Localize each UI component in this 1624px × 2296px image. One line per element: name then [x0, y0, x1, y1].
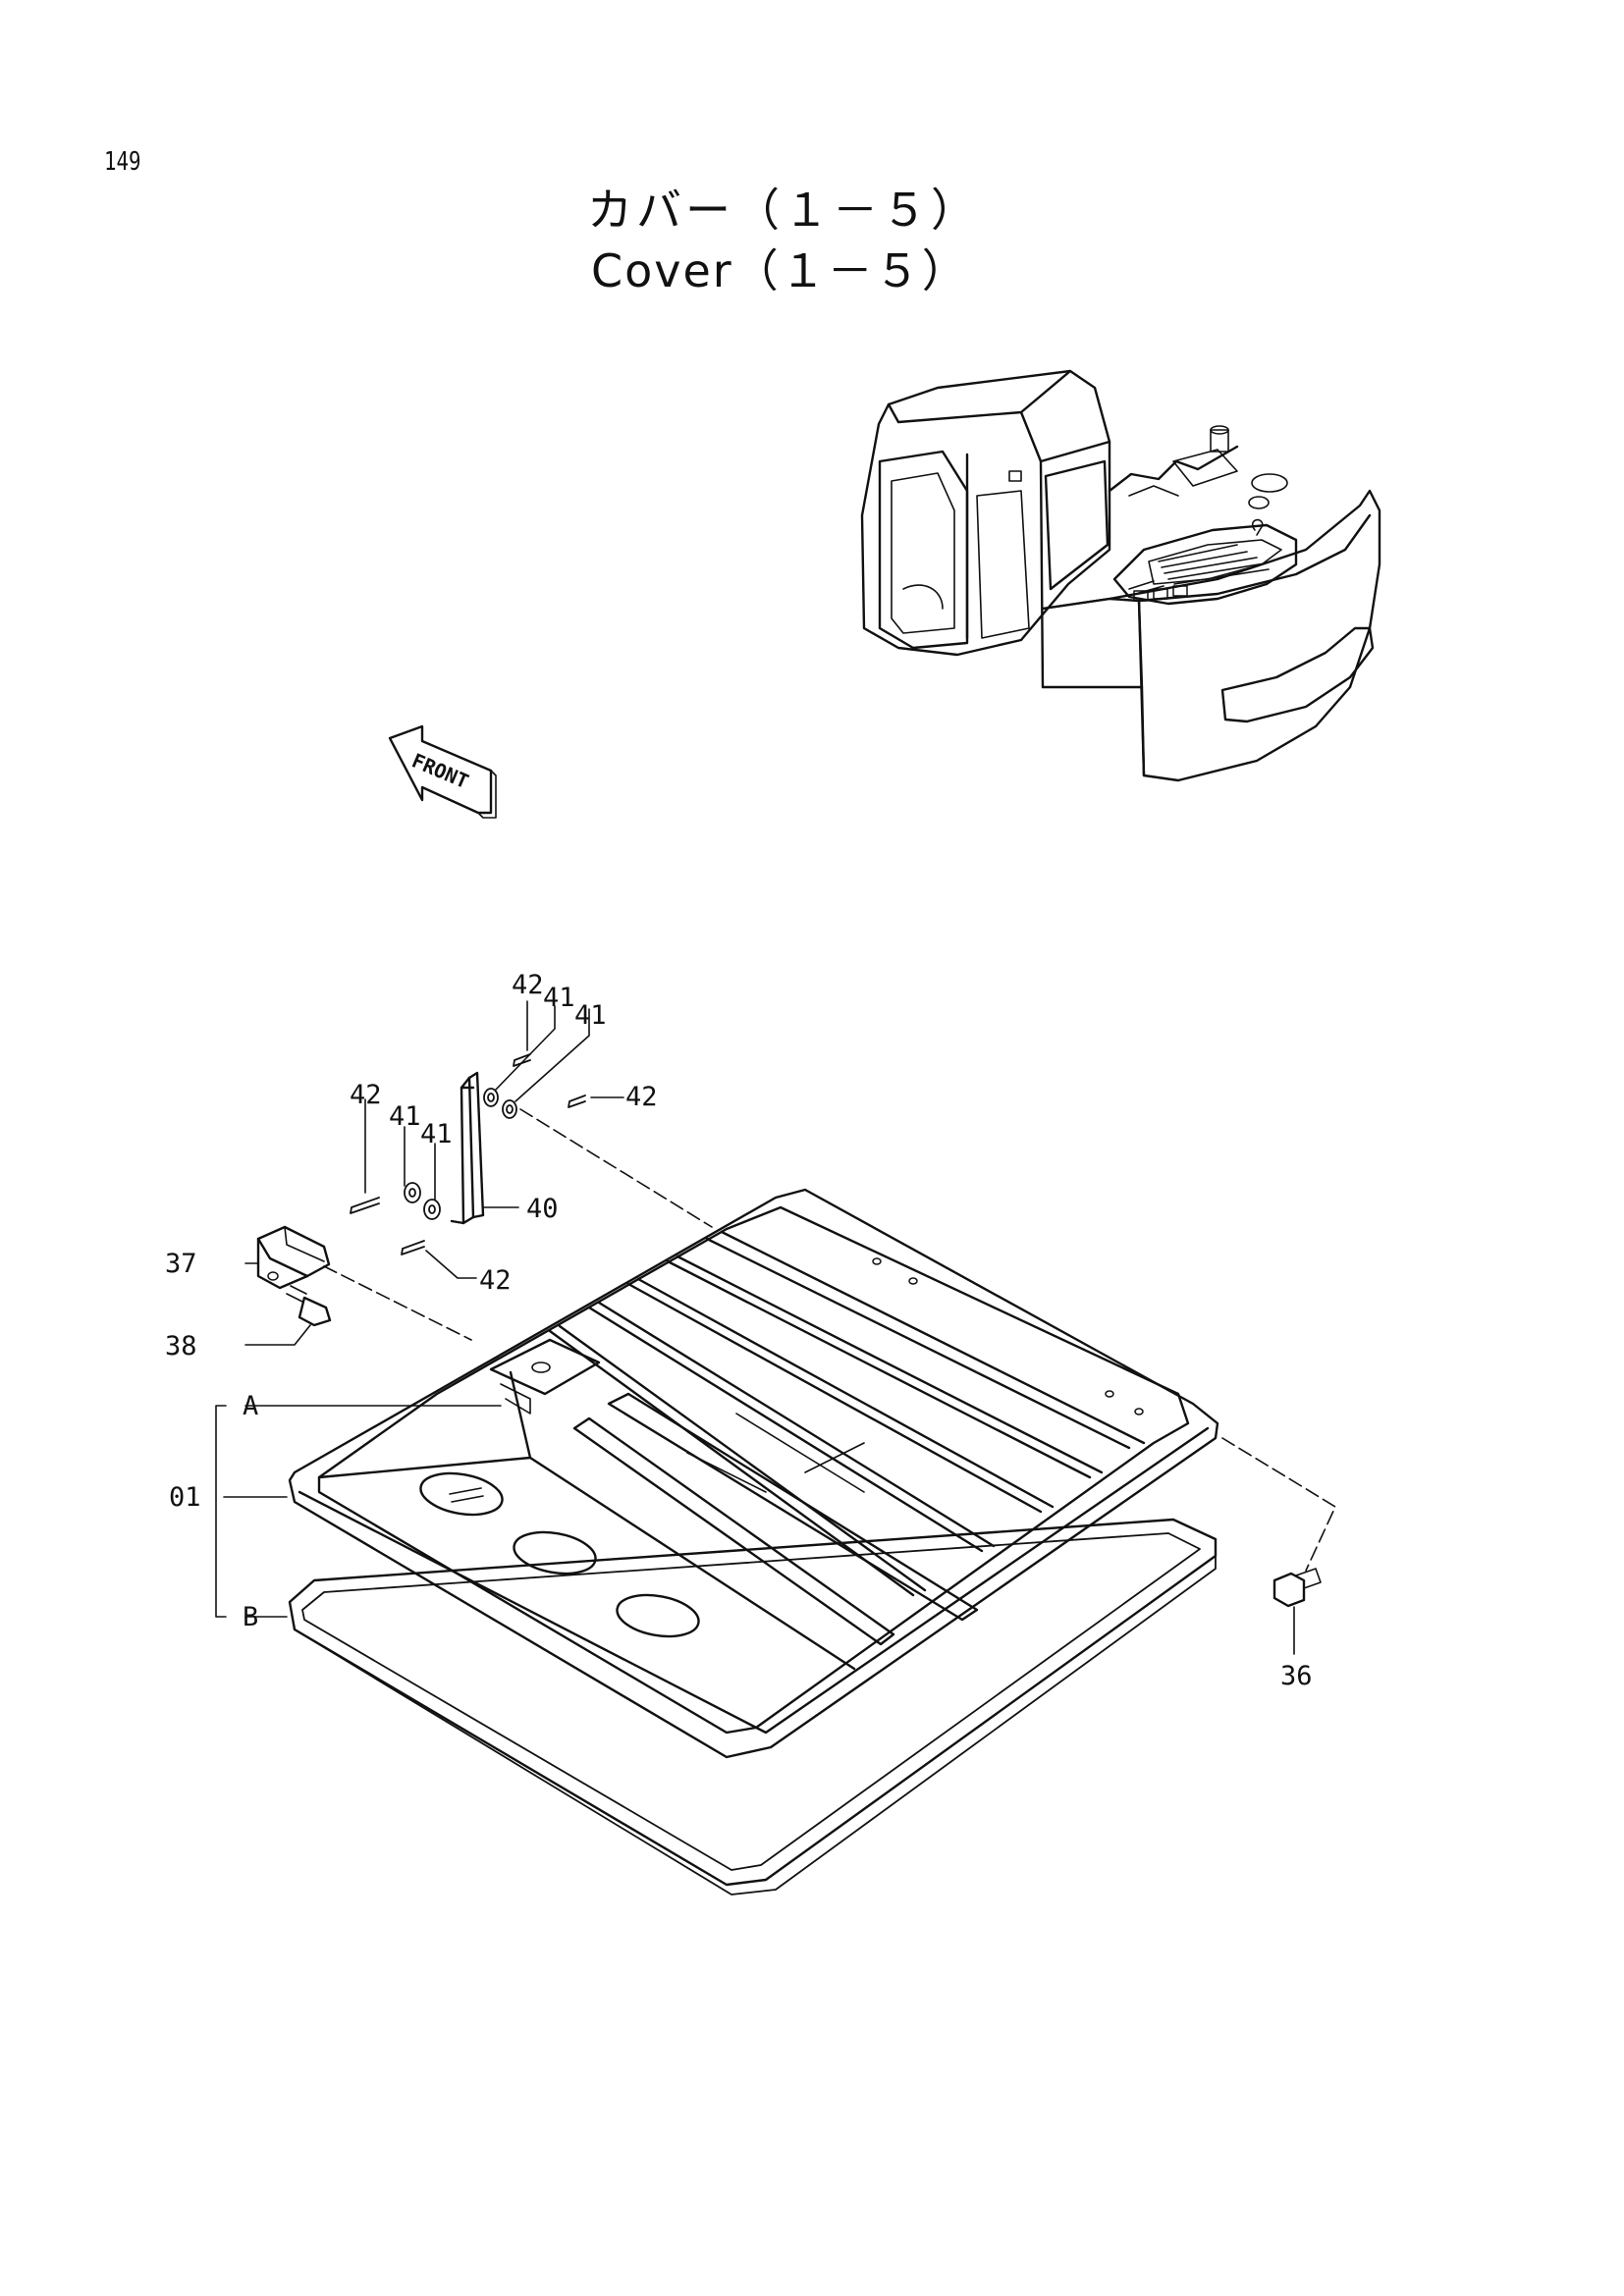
front-arrow: FRONT — [388, 724, 497, 819]
bolt-36 — [1272, 1568, 1322, 1608]
cover-panel — [288, 1188, 1219, 1759]
callout-38: 38 — [165, 1331, 197, 1362]
callout-41-left-a: 41 — [389, 1101, 421, 1132]
callout-42-top: 42 — [512, 970, 544, 1000]
callout-37: 37 — [165, 1249, 197, 1279]
callout-40: 40 — [526, 1194, 559, 1224]
gasket — [288, 1518, 1218, 1896]
pin-42-bottom — [401, 1240, 425, 1255]
linkage-rod — [450, 1071, 485, 1225]
callout-labels: 42 41 41 42 42 41 41 40 42 37 38 A 01 B … — [165, 970, 1313, 1691]
pin-42-right — [568, 1095, 586, 1108]
assembly-lines — [323, 1108, 1336, 1572]
callout-41-left-b: 41 — [420, 1119, 453, 1149]
callout-41-top-b: 41 — [574, 1000, 607, 1031]
title-japanese: カバー（１－５） — [587, 184, 980, 237]
page-number: 149 — [104, 147, 141, 177]
pins-and-washers — [350, 1053, 586, 1255]
callout-42-left: 42 — [350, 1080, 382, 1110]
hinge-bracket — [256, 1225, 331, 1290]
excavator-overview — [860, 369, 1381, 782]
callout-b: B — [243, 1602, 258, 1632]
callout-01: 01 — [169, 1482, 201, 1513]
callout-41-top-a: 41 — [543, 983, 575, 1013]
pin-42-top — [513, 1053, 531, 1067]
callout-42-right: 42 — [625, 1082, 658, 1112]
callout-42-bottom: 42 — [479, 1265, 512, 1296]
pin-42-left — [350, 1197, 380, 1214]
callout-a: A — [243, 1391, 258, 1421]
callout-36: 36 — [1280, 1661, 1313, 1691]
bolt-38 — [286, 1285, 332, 1327]
leader-lines — [215, 1000, 1295, 1655]
title-english: Cover（１－５） — [591, 244, 969, 297]
